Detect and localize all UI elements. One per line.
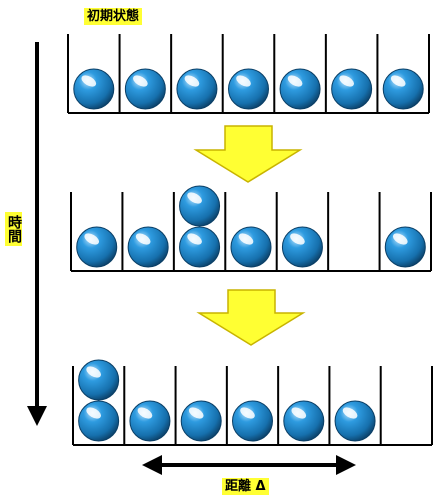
ball — [334, 400, 376, 442]
ball — [331, 68, 373, 110]
ball — [129, 400, 171, 442]
ball — [179, 185, 221, 227]
ball — [283, 400, 325, 442]
ball — [382, 68, 424, 110]
ball — [281, 226, 323, 268]
initial-state-label: 初期状態 — [84, 8, 143, 25]
ball — [176, 68, 218, 110]
ball — [384, 226, 426, 268]
bin-row-1 — [67, 34, 430, 114]
transition-arrow-1 — [193, 125, 303, 183]
time-axis-label: 時間 — [5, 212, 22, 246]
ball — [232, 400, 273, 442]
ball — [78, 400, 120, 442]
ball — [180, 400, 222, 442]
ball — [179, 226, 221, 268]
ball — [228, 68, 269, 110]
ball — [76, 226, 118, 268]
ball — [127, 226, 169, 268]
bin-row-3 — [72, 359, 433, 446]
ball — [78, 359, 120, 401]
distance-label: 距離 Δ — [222, 478, 269, 495]
ball — [230, 226, 272, 268]
bin-row-2 — [70, 185, 432, 272]
ball — [279, 68, 321, 110]
ball — [73, 68, 115, 110]
transition-arrow-2 — [196, 289, 306, 346]
ball — [124, 68, 166, 110]
